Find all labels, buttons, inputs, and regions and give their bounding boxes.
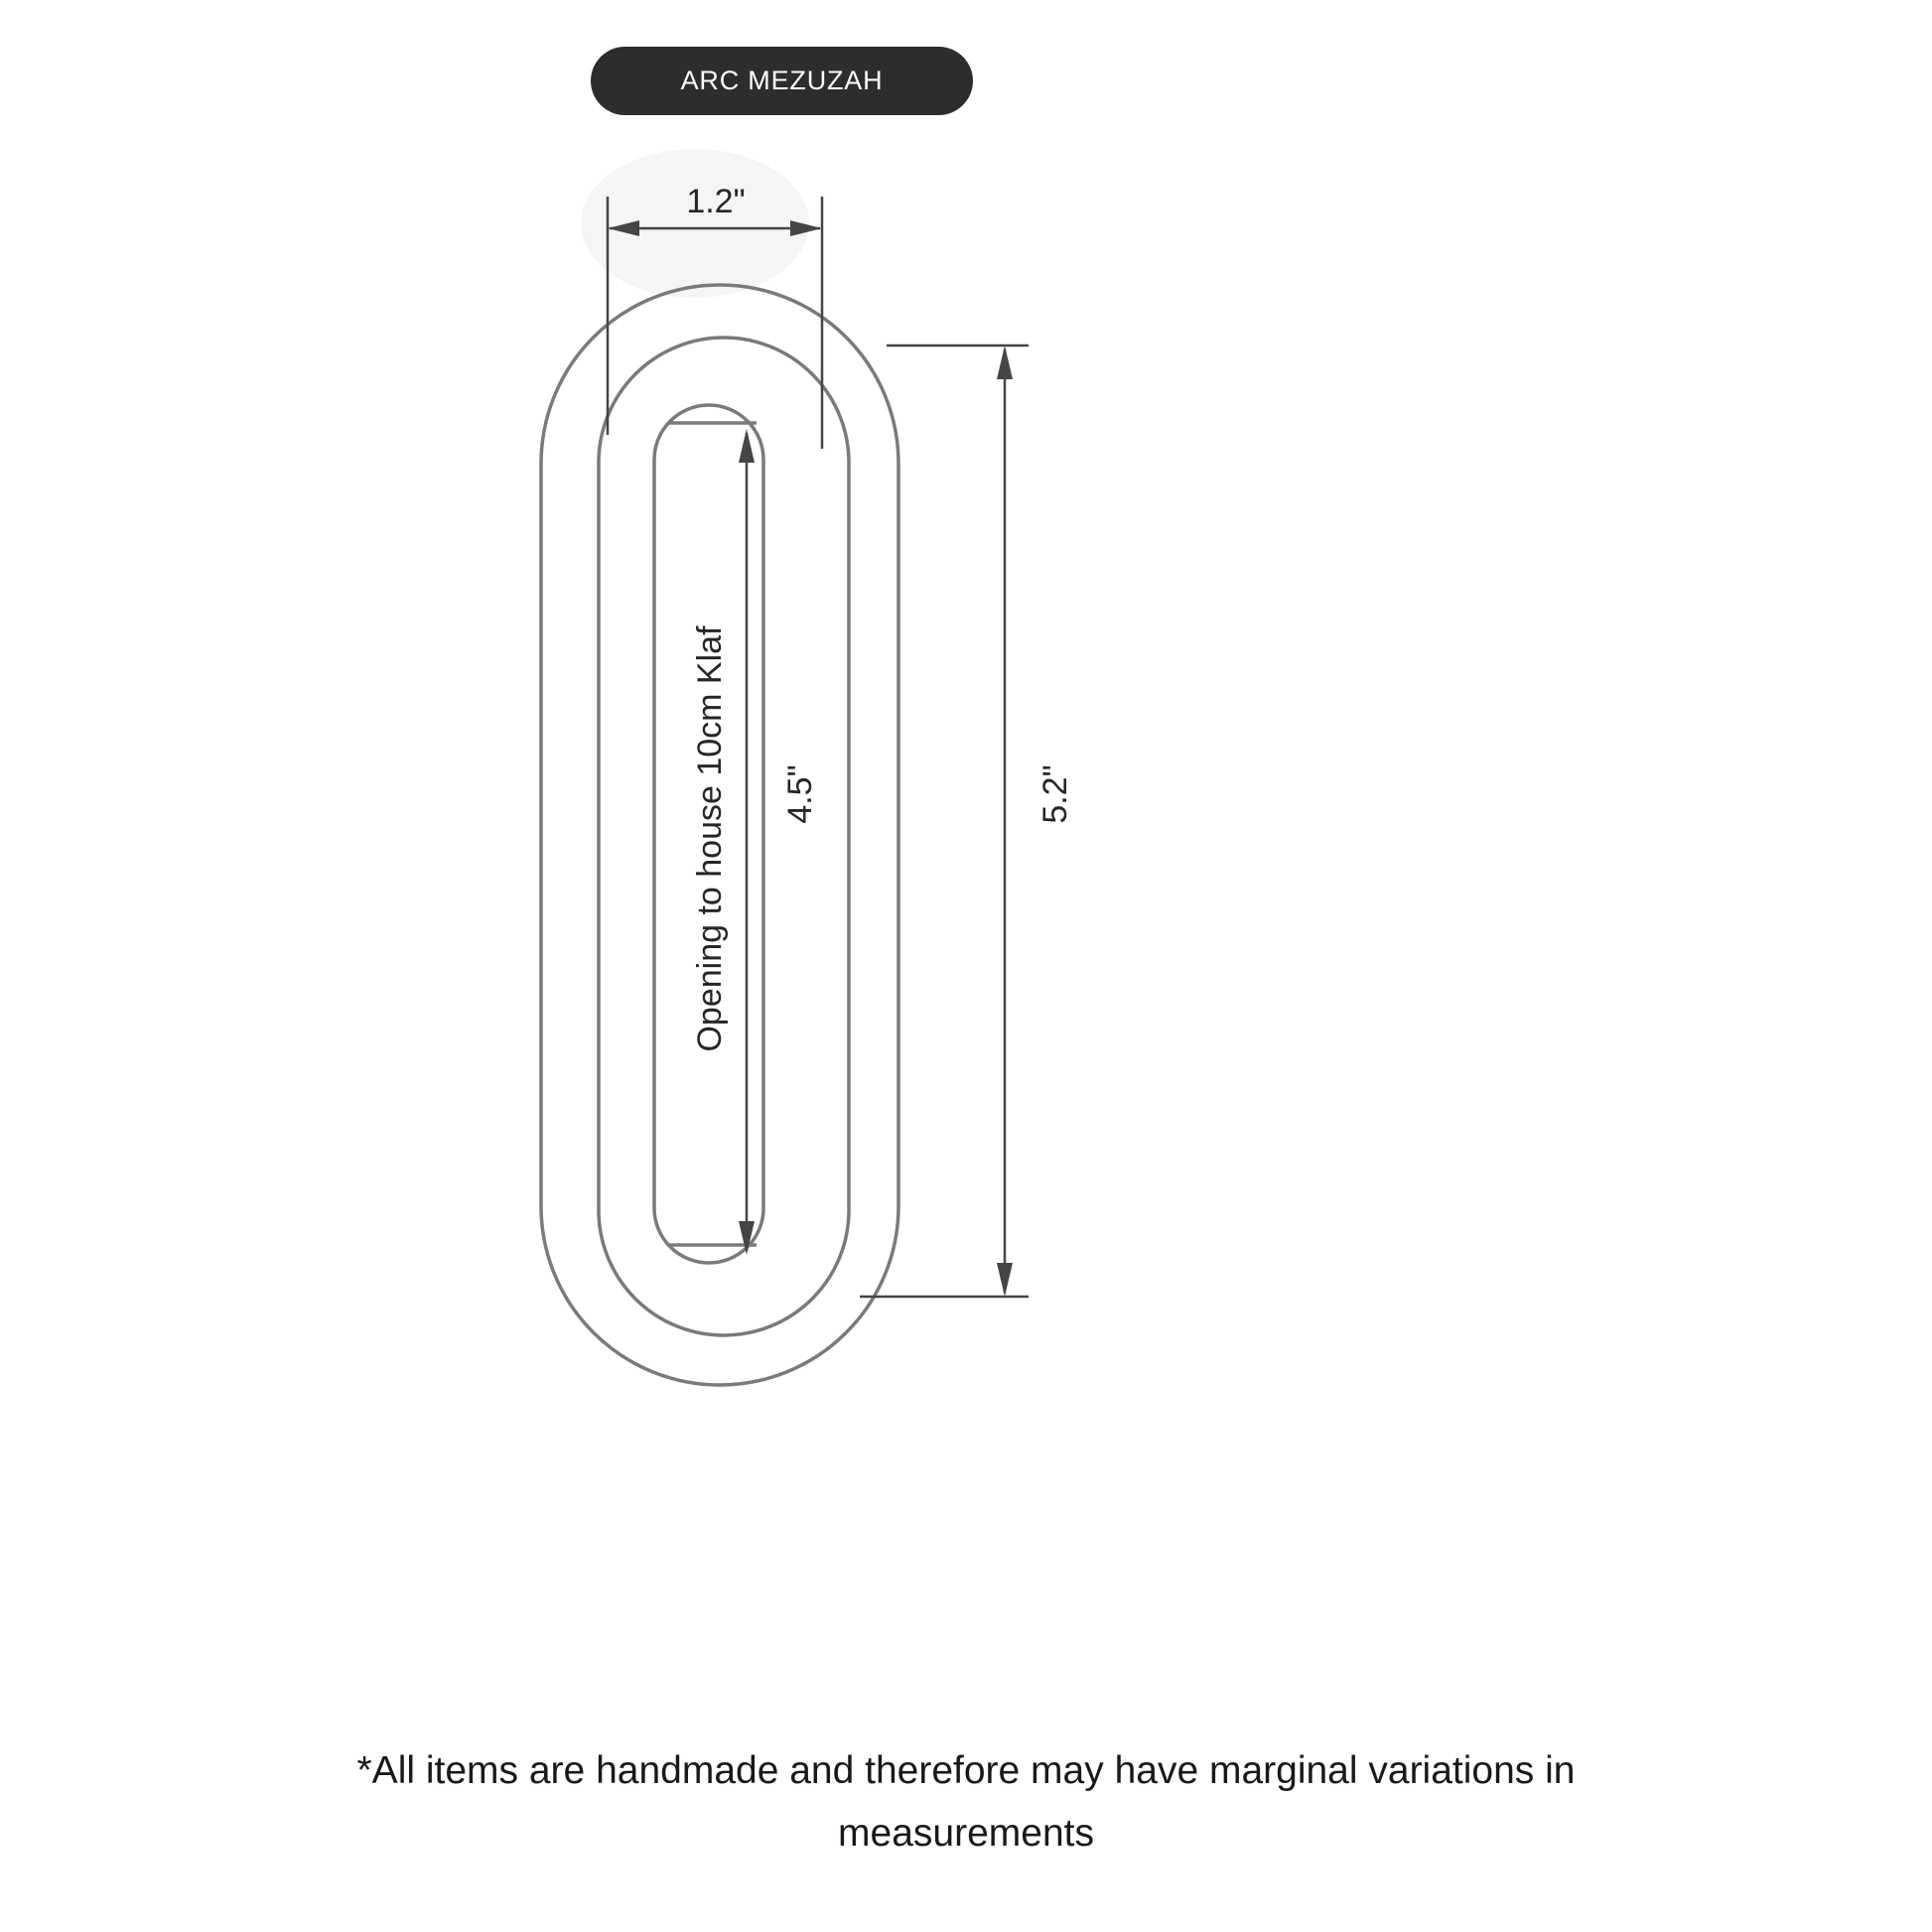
inner-arrow-down xyxy=(739,1221,755,1255)
width-dimension-label: 1.2" xyxy=(686,183,745,220)
photo-haze xyxy=(581,149,809,298)
height-arrow-up xyxy=(997,345,1013,379)
handmade-note: *All items are handmade and therefore ma… xyxy=(0,1739,1932,1864)
handmade-note-line2: measurements xyxy=(838,1812,1094,1856)
inner-dimension-label: 4.5" xyxy=(781,764,819,823)
height-dimension-label: 5.2" xyxy=(1036,764,1074,823)
handmade-note-line1: *All items are handmade and therefore ma… xyxy=(356,1749,1576,1792)
title-badge: ARC MEZUZAH xyxy=(591,47,973,115)
inner-arrow-up xyxy=(739,429,755,463)
klaf-opening-outline xyxy=(652,403,765,1265)
height-arrow-down xyxy=(997,1263,1013,1297)
opening-label: Opening to house 10cm Klaf xyxy=(691,625,729,1052)
width-arrow-left xyxy=(608,220,639,236)
inner-case-outline xyxy=(597,336,851,1337)
width-arrow-right xyxy=(790,220,822,236)
outer-case-outline xyxy=(539,283,900,1387)
title-badge-label: ARC MEZUZAH xyxy=(680,66,884,95)
